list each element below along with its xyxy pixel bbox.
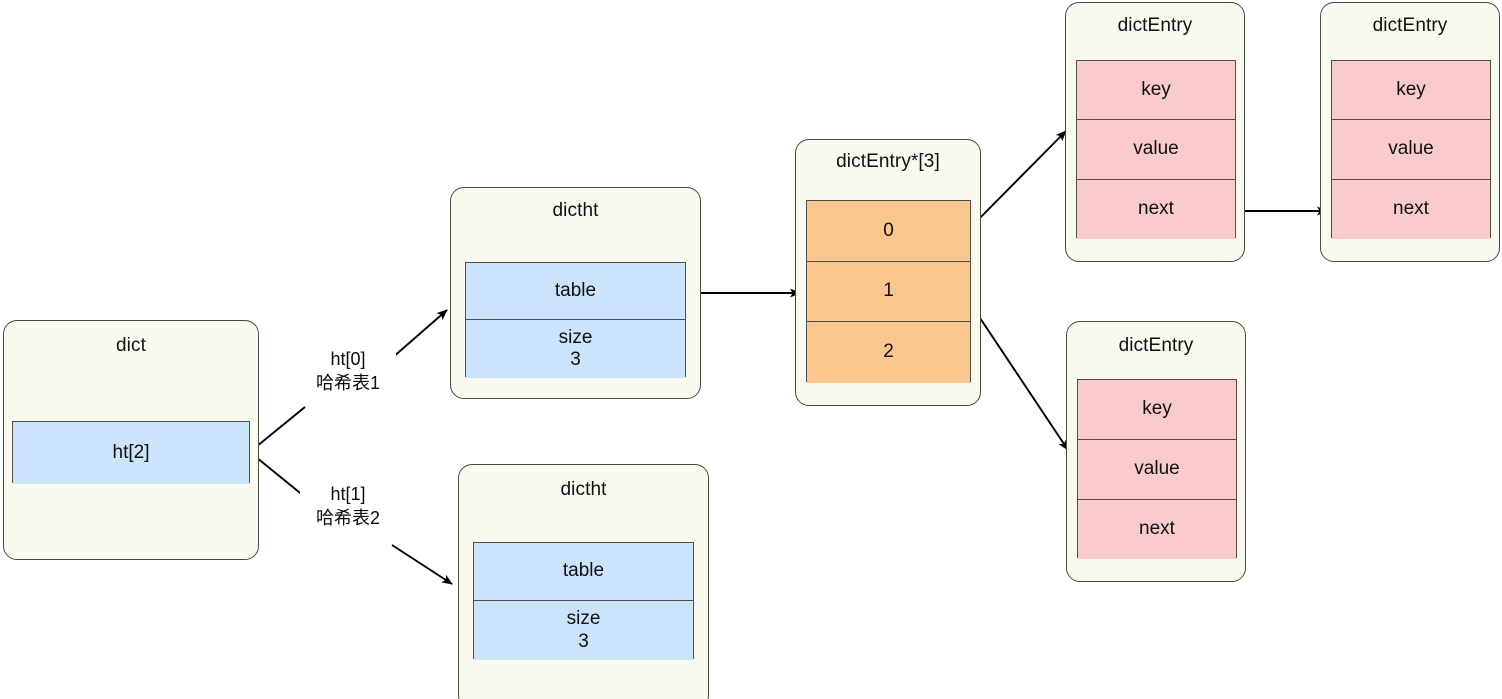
node-dictht-top-fields: table size 3 xyxy=(465,262,686,378)
field-dictht-top-size[interactable]: size 3 xyxy=(466,320,685,378)
field-entry-top-2-key[interactable]: key xyxy=(1332,61,1490,120)
field-entry-bottom-1-value[interactable]: value xyxy=(1078,440,1236,500)
node-dict-title: dict xyxy=(116,335,146,356)
field-entry-bottom-1-key[interactable]: key xyxy=(1078,380,1236,440)
node-dictentry-bottom-1[interactable]: dictEntry key value next xyxy=(1066,321,1246,582)
field-entry-top-2-next[interactable]: next xyxy=(1332,180,1490,239)
node-dictht-bottom-title: dictht xyxy=(560,479,607,500)
edge-dict-to-dictht-top-seg1 xyxy=(250,406,306,452)
node-dictentry-top-1-title: dictEntry xyxy=(1117,15,1193,36)
edge-dict-to-dictht-top-seg2 xyxy=(391,309,448,359)
node-dictentry-top-1[interactable]: dictEntry key value next xyxy=(1065,2,1245,262)
node-dictentry-top-2-fields: key value next xyxy=(1331,60,1491,239)
node-bucket-array[interactable]: dictEntry*[3] 0 1 2 xyxy=(795,139,981,406)
bucket-cell-1[interactable]: 1 xyxy=(807,262,970,322)
edge-label-ht0: ht[0] 哈希表1 xyxy=(300,348,396,396)
node-dict[interactable]: dict ht[2] xyxy=(3,320,259,560)
field-dictht-bottom-size-value: 3 xyxy=(578,630,589,652)
field-entry-bottom-1-next[interactable]: next xyxy=(1078,500,1236,559)
field-dictht-bottom-size[interactable]: size 3 xyxy=(474,601,693,660)
edge-label-ht1: ht[1] 哈希表2 xyxy=(300,483,396,531)
node-dictht-top-title: dictht xyxy=(552,200,599,221)
node-dictht-top[interactable]: dictht table size 3 xyxy=(450,187,701,399)
node-bucket-array-title: dictEntry*[3] xyxy=(836,151,940,172)
node-dictentry-bottom-1-title: dictEntry xyxy=(1118,335,1194,356)
field-entry-top-1-value[interactable]: value xyxy=(1077,120,1235,180)
edge-label-ht1-line1: ht[1] xyxy=(330,484,366,504)
bucket-cell-0[interactable]: 0 xyxy=(807,201,970,262)
field-entry-top-1-key[interactable]: key xyxy=(1077,61,1235,120)
node-dictentry-bottom-1-fields: key value next xyxy=(1077,379,1237,559)
node-dictentry-top-2[interactable]: dictEntry key value next xyxy=(1320,2,1500,262)
edge-label-ht1-line2: 哈希表2 xyxy=(315,507,380,528)
field-dictht-bottom-size-label: size xyxy=(566,608,601,630)
edge-bucket0-to-entry-top-1 xyxy=(969,130,1067,229)
edge-bucket1-to-entry-bottom-1 xyxy=(969,302,1069,451)
node-bucket-array-fields: 0 1 2 xyxy=(806,200,971,383)
field-dictht-top-size-label: size xyxy=(558,326,593,348)
field-entry-top-1-next[interactable]: next xyxy=(1077,180,1235,239)
node-dictht-bottom[interactable]: dictht table size 3 xyxy=(458,464,709,699)
edge-label-ht0-line2: 哈希表1 xyxy=(315,372,380,393)
field-dictht-top-size-value: 3 xyxy=(570,349,581,370)
node-dict-fields: ht[2] xyxy=(12,421,250,484)
bucket-cell-2[interactable]: 2 xyxy=(807,322,970,383)
node-dictentry-top-1-fields: key value next xyxy=(1076,60,1236,239)
edge-dict-to-dictht-bottom-seg2 xyxy=(391,544,453,585)
field-dict-ht2[interactable]: ht[2] xyxy=(13,422,249,484)
edge-label-ht0-line1: ht[0] xyxy=(330,349,366,369)
node-dictht-bottom-fields: table size 3 xyxy=(473,542,694,660)
field-dictht-bottom-table[interactable]: table xyxy=(474,543,693,601)
field-entry-top-2-value[interactable]: value xyxy=(1332,120,1490,180)
node-dictentry-top-2-title: dictEntry xyxy=(1372,15,1448,36)
field-dictht-top-table[interactable]: table xyxy=(466,263,685,320)
